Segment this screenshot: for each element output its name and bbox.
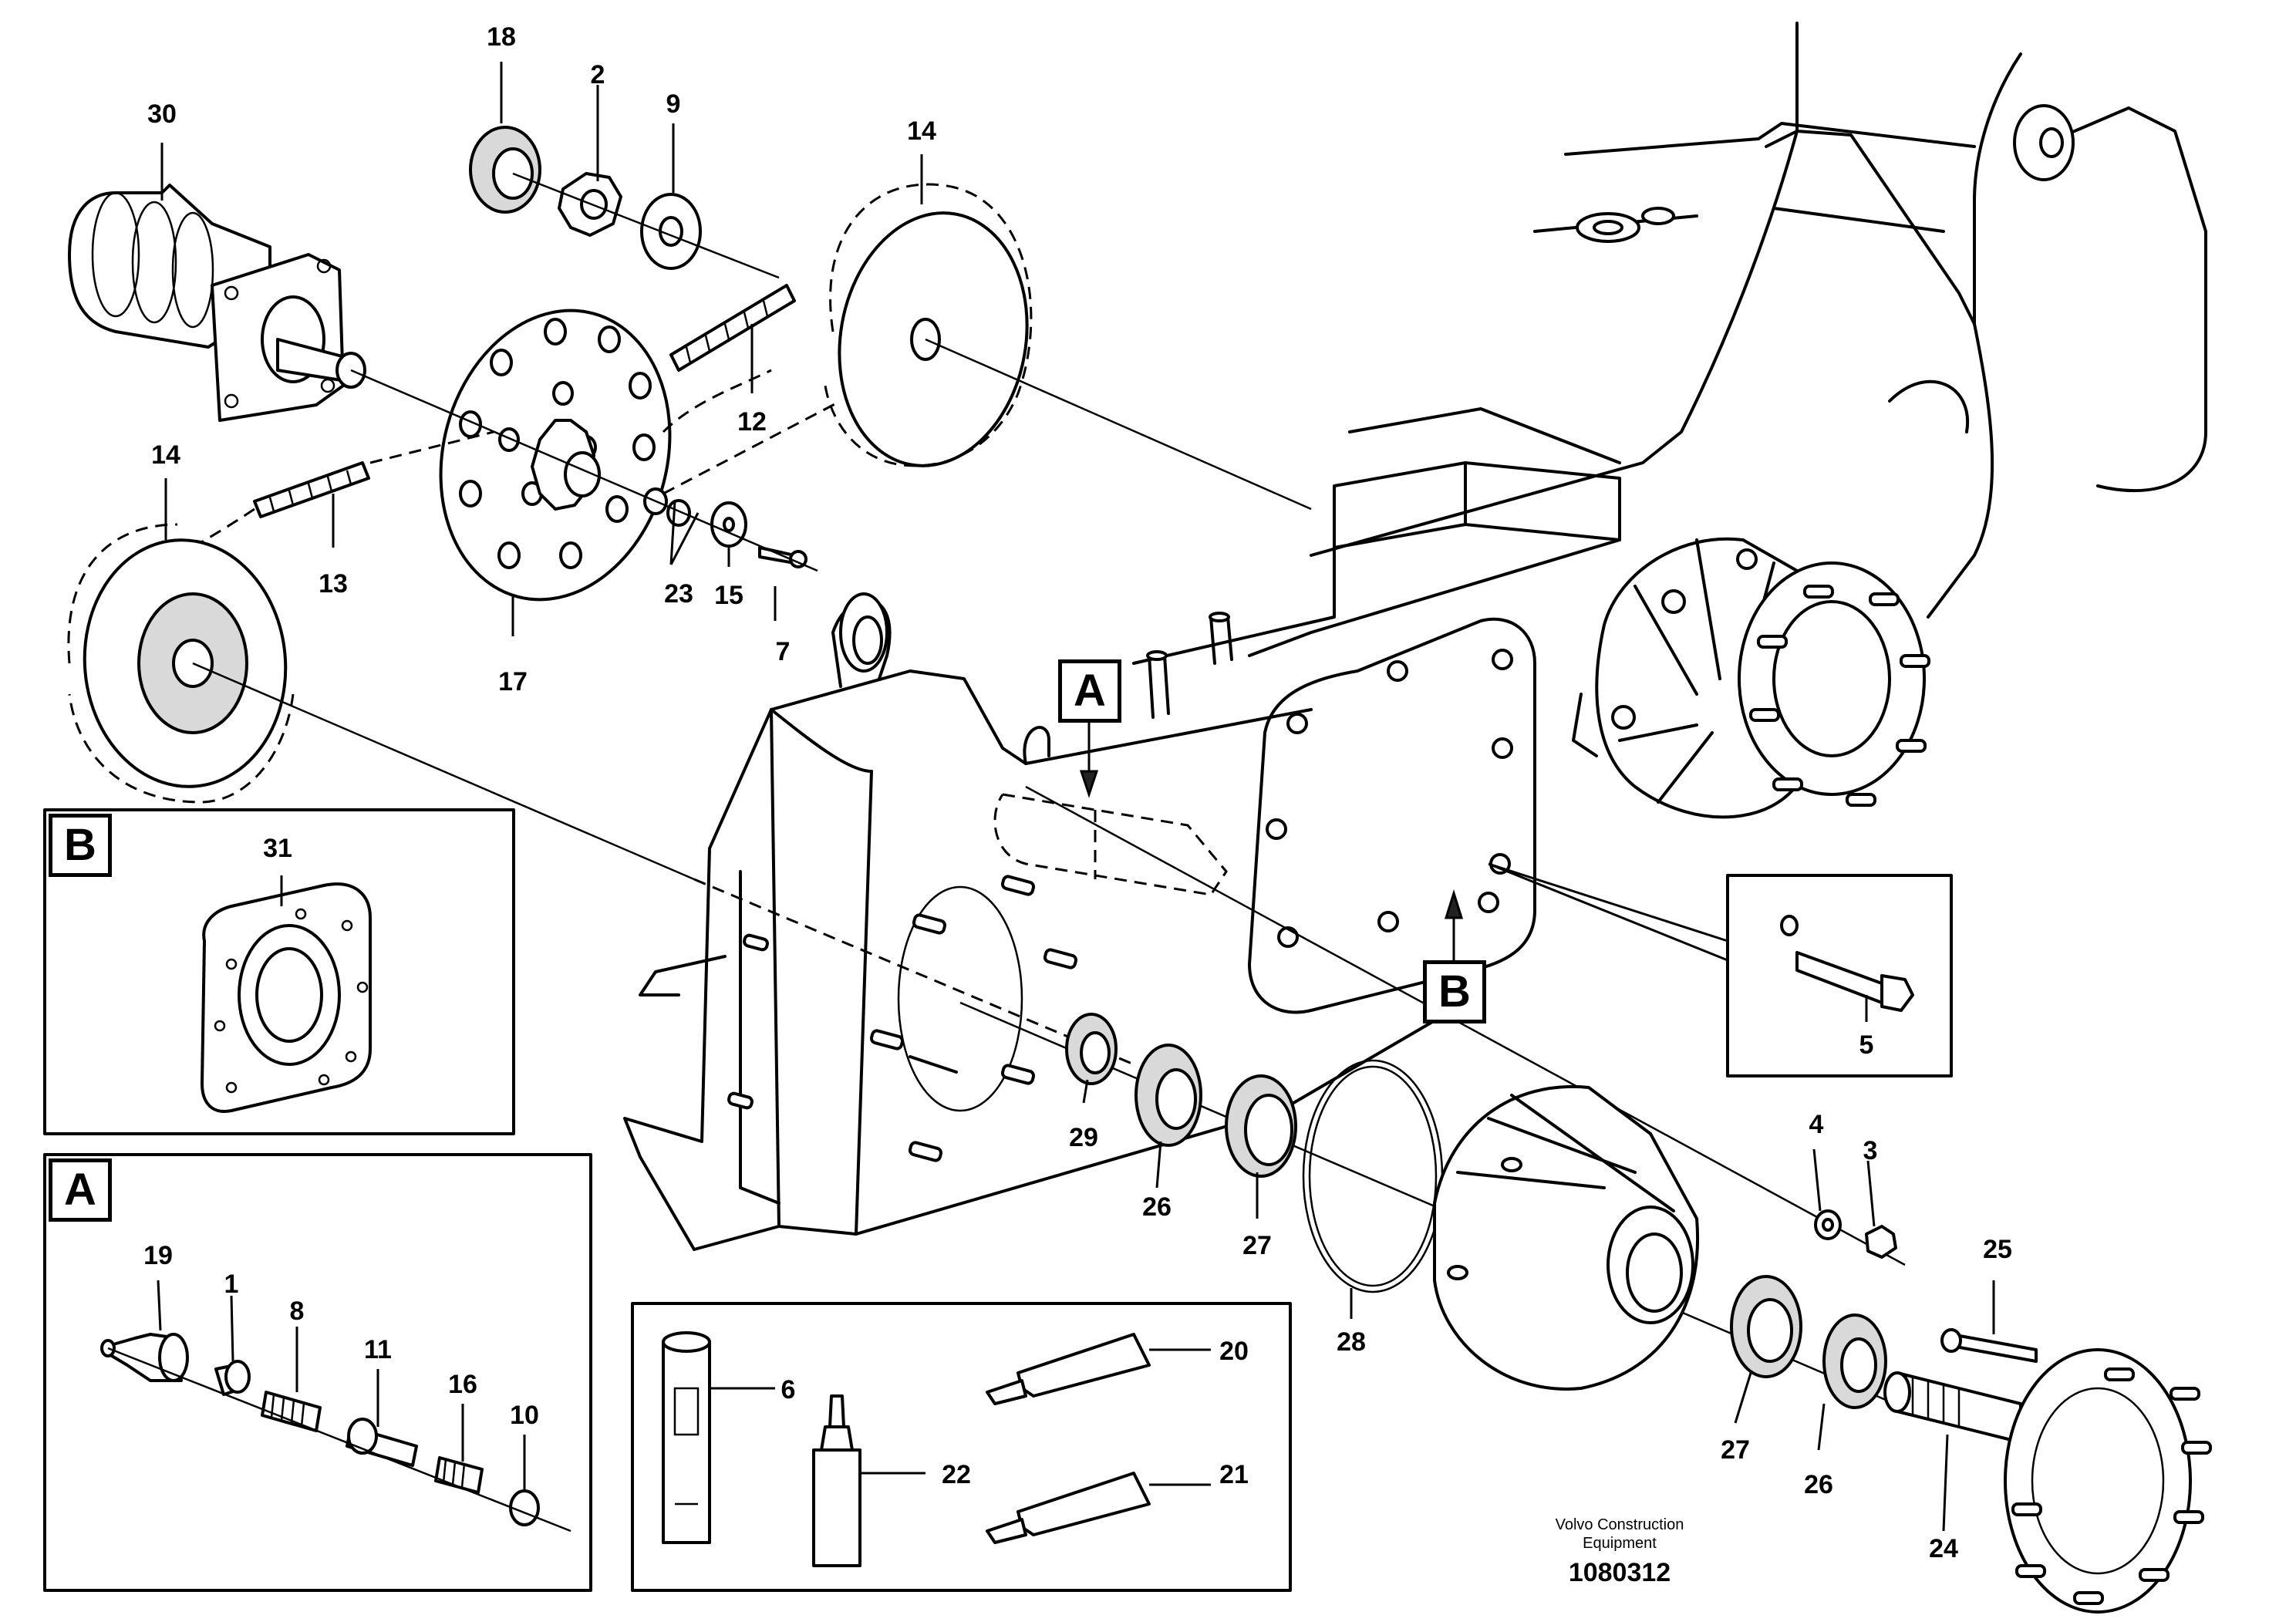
callout-30: 30	[147, 99, 177, 129]
company-line-1: Volvo Construction	[1555, 1516, 1684, 1533]
chain-upper	[662, 284, 841, 495]
detail-marker-a: A	[1058, 659, 1121, 723]
callout-1: 1	[224, 1270, 239, 1299]
callout-26-left: 26	[1142, 1192, 1172, 1222]
callout-14-upper: 14	[907, 116, 936, 146]
callout-20: 20	[1219, 1337, 1249, 1366]
callout-29: 29	[1069, 1123, 1098, 1152]
detail-marker-lines	[1079, 717, 1728, 962]
detail-b-small-inset	[1726, 874, 1953, 1077]
callout-12: 12	[737, 407, 767, 437]
drawing-number: 1080312	[1568, 1558, 1671, 1587]
hydraulic-motor	[68, 184, 366, 422]
callout-22: 22	[942, 1460, 971, 1489]
leader-lines	[160, 62, 1995, 1532]
detail-marker-b: B	[1423, 960, 1486, 1023]
callout-10: 10	[510, 1401, 539, 1430]
callout-26-right: 26	[1804, 1470, 1833, 1499]
machine-frame	[623, 22, 2207, 1251]
callout-5: 5	[1859, 1030, 1874, 1060]
callout-27-right: 27	[1721, 1435, 1750, 1465]
callout-7: 7	[775, 637, 791, 666]
callout-31: 31	[263, 834, 292, 863]
hub-fasteners	[1814, 1209, 2038, 1363]
callout-16: 16	[448, 1370, 477, 1399]
company-line-2: Equipment	[1583, 1535, 1657, 1552]
callout-3: 3	[1863, 1136, 1878, 1165]
callout-17: 17	[498, 667, 528, 696]
callout-23: 23	[664, 579, 693, 609]
drive-sprocket-disc	[350, 309, 818, 602]
callout-2: 2	[590, 60, 605, 89]
axle-shaft-flange	[1883, 1348, 2212, 1614]
consumables-box	[631, 1302, 1292, 1592]
company-name: Volvo Construction Equipment	[1556, 1516, 1684, 1553]
detail-a-inset	[43, 1153, 592, 1592]
cover-plate	[1248, 617, 1536, 1014]
sprocket-upper	[824, 183, 1312, 511]
detail-view-label-b: B	[49, 814, 112, 877]
callout-28: 28	[1337, 1327, 1366, 1357]
assembled-hub	[1572, 537, 1930, 819]
seal-bearing-stack	[1065, 1013, 1444, 1293]
detail-b-inset	[43, 808, 515, 1135]
sprocket-lower	[67, 523, 1135, 1066]
top-small-parts	[469, 126, 780, 279]
callout-27-left: 27	[1242, 1231, 1272, 1260]
callout-11: 11	[364, 1335, 392, 1364]
callout-14-lower: 14	[151, 440, 180, 470]
callout-21: 21	[1219, 1460, 1249, 1489]
callout-8: 8	[289, 1297, 305, 1326]
callout-18: 18	[487, 22, 516, 52]
callout-4: 4	[1809, 1110, 1824, 1139]
callout-6: 6	[781, 1375, 796, 1404]
frame-studs	[727, 875, 1078, 1162]
callout-19: 19	[143, 1241, 173, 1270]
detail-view-label-a: A	[49, 1158, 112, 1222]
callout-15: 15	[714, 581, 743, 610]
callout-25: 25	[1983, 1235, 2012, 1264]
callout-13: 13	[319, 569, 348, 599]
hub-housing	[1433, 1084, 1700, 1391]
callout-9: 9	[666, 89, 681, 119]
outer-bearing-seal	[1730, 1275, 1887, 1409]
callout-24: 24	[1929, 1534, 1958, 1563]
